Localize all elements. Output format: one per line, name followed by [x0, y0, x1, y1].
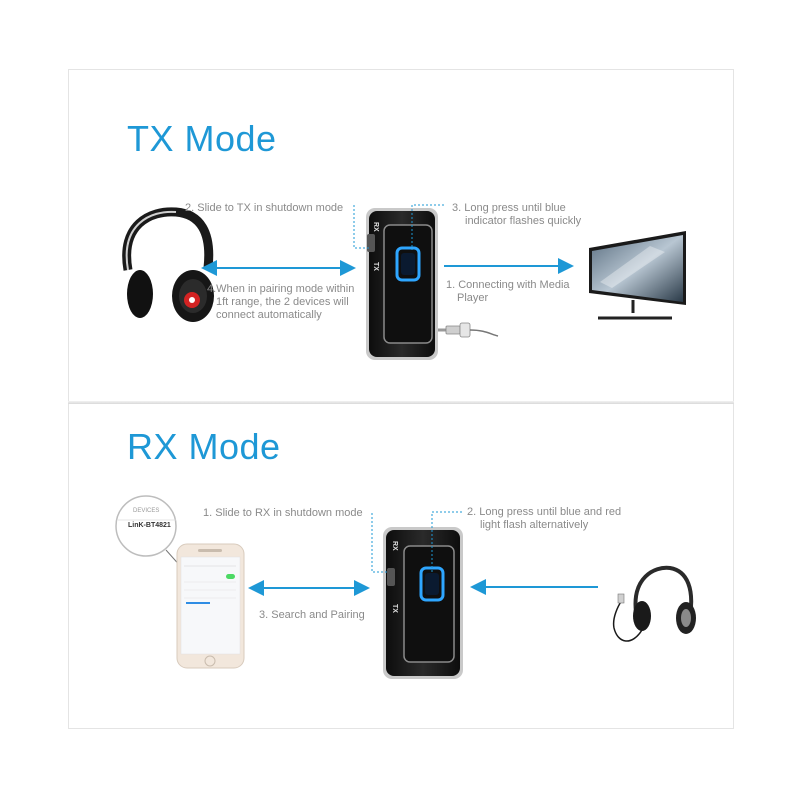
- tx-bluetooth-device-icon: RX TX: [366, 208, 438, 360]
- tx-step2-label: 2. Slide to TX in shutdown mode: [185, 202, 344, 214]
- tx-mode-title: TX Mode: [127, 118, 277, 159]
- rx-bluetooth-device-icon: RX TX: [383, 527, 463, 679]
- rx-step1-leader: [371, 513, 388, 573]
- phone-icon: [176, 543, 245, 669]
- tx-step4-label: 4.When in pairing mode within 1ft range,…: [207, 283, 355, 321]
- audio-jack-icon: [438, 322, 499, 338]
- headphones-red-icon: [122, 207, 214, 322]
- tx-device-rx-label: RX: [372, 222, 379, 232]
- rx-step2-leader: [431, 511, 462, 572]
- rx-mode-title: RX Mode: [127, 426, 281, 467]
- rx-step1-label: 1. Slide to RX in shutdown mode: [203, 507, 363, 519]
- zoom-device-name: LinK-BT4821: [128, 522, 171, 529]
- tx-step1-label: 1. Connecting with Media Player: [446, 279, 570, 304]
- tv-icon: [589, 231, 686, 320]
- tx-device-tx-label: TX: [372, 262, 379, 271]
- rx-step3-label: 3. Search and Pairing: [259, 609, 365, 621]
- tx-step3-label: 3. Long press until blue indicator flash…: [452, 202, 582, 227]
- tx-step3-leader: [411, 204, 444, 250]
- rx-device-rx-label: RX: [391, 541, 398, 551]
- rx-step2-label: 2. Long press until blue and red light f…: [467, 506, 622, 531]
- rx-device-tx-label: TX: [391, 604, 398, 613]
- tx-step2-leader: [353, 205, 369, 249]
- zoom-devices-header: DEVICES: [133, 508, 160, 514]
- wired-headphones-icon: [612, 565, 696, 642]
